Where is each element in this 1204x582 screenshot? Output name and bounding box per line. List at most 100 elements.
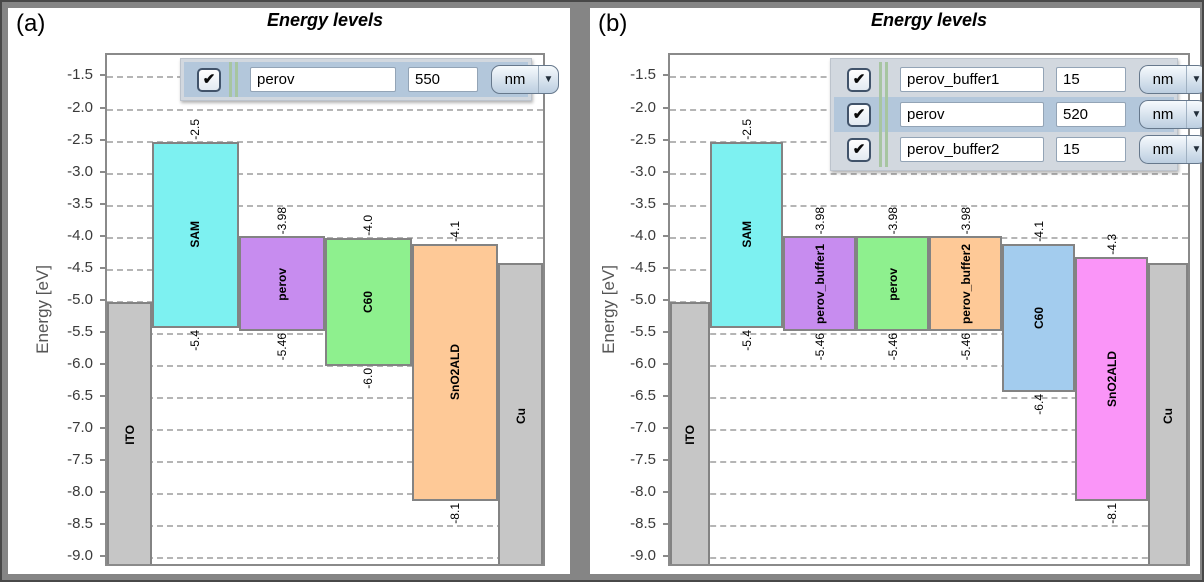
layer-top-energy-label: -3.98 <box>274 172 290 234</box>
layer-top-energy-text: -4.1 <box>447 221 462 243</box>
gridline <box>670 461 1188 464</box>
layer-bottom-energy-text: -5.4 <box>739 329 754 351</box>
grip-stripe <box>885 62 888 97</box>
layer-name-input[interactable] <box>900 67 1044 92</box>
unit-dropdown-value: nm <box>1152 106 1174 123</box>
layer-enabled-checkbox[interactable]: ✔ <box>847 102 871 127</box>
y-tick-mark <box>100 74 105 77</box>
layer-enabled-checkbox[interactable]: ✔ <box>847 67 871 92</box>
layer-settings-row: ✔ nm▼ <box>184 62 559 97</box>
layer-top-energy-label: -2.5 <box>739 78 755 140</box>
y-tick-label: -8.0 <box>67 483 93 501</box>
panel-letter-label: (b) <box>598 10 628 37</box>
y-tick-label: -2.0 <box>630 98 656 116</box>
check-icon: ✔ <box>852 106 866 123</box>
layer-settings-row: ✔ nm▼ <box>834 132 1202 167</box>
dropdown-divider <box>1186 101 1187 128</box>
y-tick-mark <box>663 363 668 365</box>
grip-stripe <box>885 132 888 167</box>
layer-bottom-energy-text: -6.0 <box>361 368 376 389</box>
layer-thickness-input[interactable] <box>1056 137 1126 162</box>
layer-bottom-energy-label: -8.1 <box>1104 503 1120 564</box>
gridline <box>670 332 1188 335</box>
layer-enabled-checkbox[interactable]: ✔ <box>847 137 871 162</box>
y-tick-label: -8.5 <box>630 515 656 533</box>
y-tick-label: -9.0 <box>630 547 656 565</box>
unit-dropdown[interactable]: nm▼ <box>1139 135 1202 164</box>
gridline <box>670 397 1188 400</box>
gridline <box>107 140 543 143</box>
layer-top-energy-text: -4.3 <box>1104 234 1119 255</box>
layer-name-label: Cu <box>500 265 541 564</box>
layer-name-text: ITO <box>122 425 137 445</box>
y-tick-label: -5.0 <box>67 290 93 308</box>
layer-name-input[interactable] <box>250 67 396 92</box>
layer-name-label: perov <box>858 238 927 329</box>
y-tick-mark <box>663 74 668 77</box>
row-grip <box>879 97 888 132</box>
y-tick-label: -1.5 <box>630 66 656 84</box>
dropdown-divider <box>538 66 539 93</box>
y-tick-mark <box>100 170 105 173</box>
layer-name-input[interactable] <box>900 137 1044 162</box>
layer-name-text: Cu <box>1161 407 1175 424</box>
layer-bottom-energy-text: -5.4 <box>188 329 203 351</box>
y-tick-label: -4.0 <box>67 226 93 244</box>
y-tick-mark <box>663 523 668 526</box>
layer-top-energy-text: -3.98 <box>274 207 289 235</box>
unit-dropdown[interactable]: nm▼ <box>491 65 559 94</box>
layer-name-text: perov_buffer2 <box>958 243 973 324</box>
y-tick-label: -7.5 <box>67 451 93 469</box>
layer-bottom-energy-label: -6.4 <box>1031 394 1047 456</box>
gridline <box>107 493 543 496</box>
gridline <box>107 461 543 464</box>
layer-thickness-input[interactable] <box>408 67 478 92</box>
y-tick-mark <box>663 459 668 462</box>
layer-settings-panel: ✔ nm▼ <box>180 58 559 101</box>
y-tick-mark <box>663 330 668 333</box>
layer-enabled-checkbox[interactable]: ✔ <box>197 67 221 92</box>
layer-name-input[interactable] <box>900 102 1044 127</box>
y-tick-mark <box>663 234 668 237</box>
layer-top-energy-text: -2.5 <box>188 118 203 140</box>
layer-name-label: C60 <box>327 240 410 364</box>
y-tick-mark <box>100 459 105 462</box>
layer-top-energy-label: -4.0 <box>360 174 376 236</box>
y-tick-label: -6.0 <box>67 355 93 372</box>
y-tick-label: -5.5 <box>630 322 656 340</box>
y-tick-mark <box>100 555 105 558</box>
y-tick-mark <box>100 363 105 365</box>
layer-name-label: SnO2ALD <box>1077 259 1146 499</box>
unit-dropdown-value: nm <box>504 71 526 88</box>
gridline <box>107 557 543 560</box>
layer-name-label: SnO2ALD <box>414 246 497 499</box>
check-icon: ✔ <box>202 71 216 88</box>
layer-settings-panel: ✔ nm▼ ✔ nm▼ ✔ nm▼ <box>830 58 1202 171</box>
layer-thickness-input[interactable] <box>1056 102 1126 127</box>
layer-top-energy-text: -4.0 <box>361 215 376 236</box>
unit-dropdown[interactable]: nm▼ <box>1139 65 1202 94</box>
y-tick-mark <box>663 202 668 205</box>
y-tick-label: -2.0 <box>67 98 93 116</box>
y-tick-mark <box>100 234 105 237</box>
gridline <box>107 429 543 432</box>
row-grip <box>879 132 888 167</box>
gridline <box>107 172 543 175</box>
y-tick-label: -4.0 <box>630 226 656 244</box>
grip-stripe <box>879 132 882 167</box>
layer-name-label: perov_buffer2 <box>931 238 1000 329</box>
layer-thickness-input[interactable] <box>1056 67 1126 92</box>
y-tick-label: -7.0 <box>630 419 656 437</box>
y-tick-mark <box>663 491 668 494</box>
gridline <box>670 557 1188 560</box>
layer-name-text: C60 <box>361 290 376 313</box>
layer-name-text: SAM <box>739 221 754 248</box>
unit-dropdown[interactable]: nm▼ <box>1139 100 1202 129</box>
layer-bottom-energy-label: -5.4 <box>187 330 203 392</box>
dropdown-divider <box>1186 136 1187 163</box>
y-tick-label: -5.0 <box>630 290 656 308</box>
chart-title: Energy levels <box>266 10 384 30</box>
layer-name-text: SAM <box>188 221 203 248</box>
